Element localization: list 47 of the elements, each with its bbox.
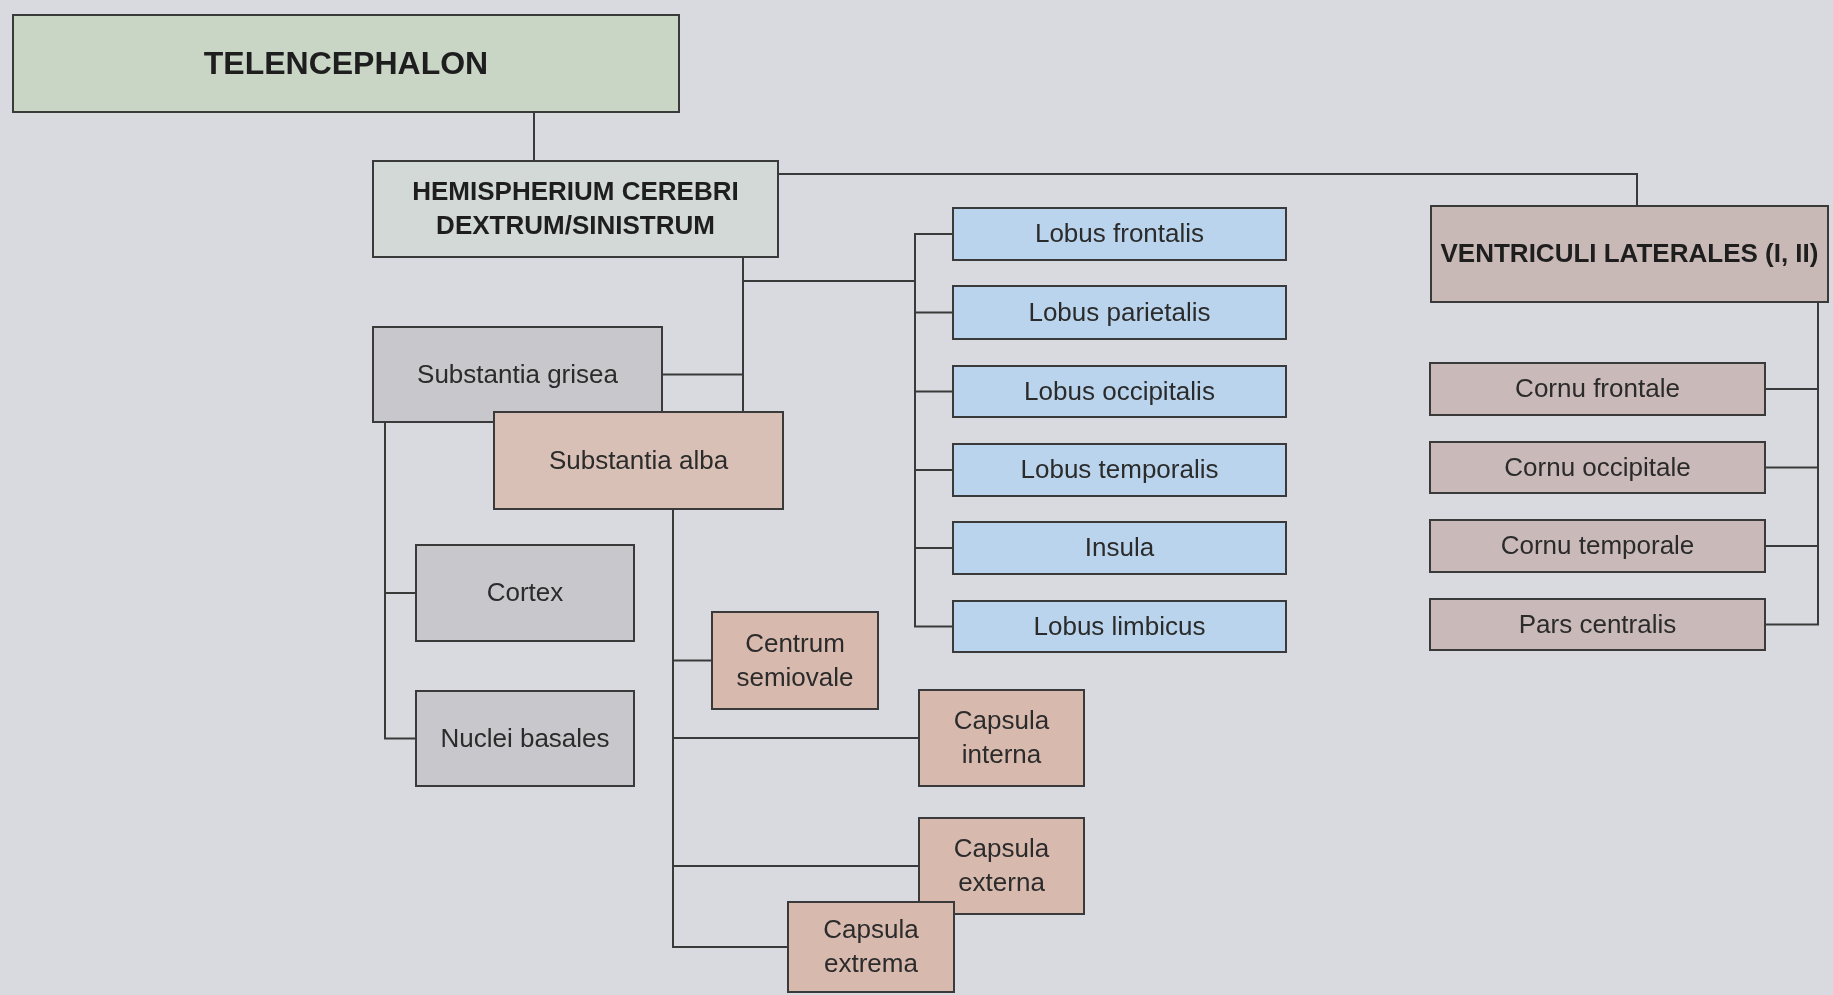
category-box [1429,362,1766,416]
category-box [415,544,635,642]
connector-line [1765,302,1819,626]
category-box [1429,519,1766,573]
node-label: Cornu temporale [1499,529,1696,563]
node-label: Cornu occipitale [1503,450,1692,484]
node-label: Nuclei basales [439,721,611,755]
category-box [952,207,1287,261]
heading-box [1430,205,1829,303]
node-label: Insula [1083,531,1156,565]
node-label: Centrum semiovale [735,626,855,694]
heading-text: VENTRICULI LATERALES (I, II) [1439,237,1820,271]
node-label: Cornu frontale [1514,372,1681,406]
category-box [1429,598,1766,651]
connector-line [384,422,416,740]
node-label: Lobus frontalis [1033,217,1206,251]
node-label: Lobus limbicus [1032,609,1207,643]
heading-text: HEMISPHERIUM CEREBRI DEXTRUM/SINISTRUM [411,175,740,242]
category-box [415,690,635,787]
node-label: Lobus occipitalis [1023,374,1216,408]
heading-text: TELENCEPHALON [202,43,490,83]
category-box [952,521,1287,575]
node-label: Capsula externa [952,832,1051,899]
node-label: Substantia grisea [416,357,619,391]
category-box [918,817,1085,915]
node-label: Pars centralis [1517,607,1678,641]
category-box [952,600,1287,653]
node-label: Lobus temporalis [1019,453,1220,487]
category-box [1429,441,1766,494]
node-label: Capsula extrema [822,913,920,980]
heading-box [12,14,680,113]
connector-line [742,257,744,412]
category-box [493,411,784,510]
connector-line [533,112,535,161]
category-box [787,901,955,993]
heading-box [372,160,779,258]
category-box [952,443,1287,497]
node-label: Capsula interna [952,704,1051,771]
category-box [711,611,879,710]
category-box [918,689,1085,787]
node-label: Substantia alba [547,443,730,477]
connector-line [778,173,1638,206]
node-label: Cortex [485,576,565,610]
category-box [952,365,1287,418]
category-box [952,285,1287,340]
node-label: Lobus parietalis [1027,295,1212,329]
category-box [372,326,663,423]
